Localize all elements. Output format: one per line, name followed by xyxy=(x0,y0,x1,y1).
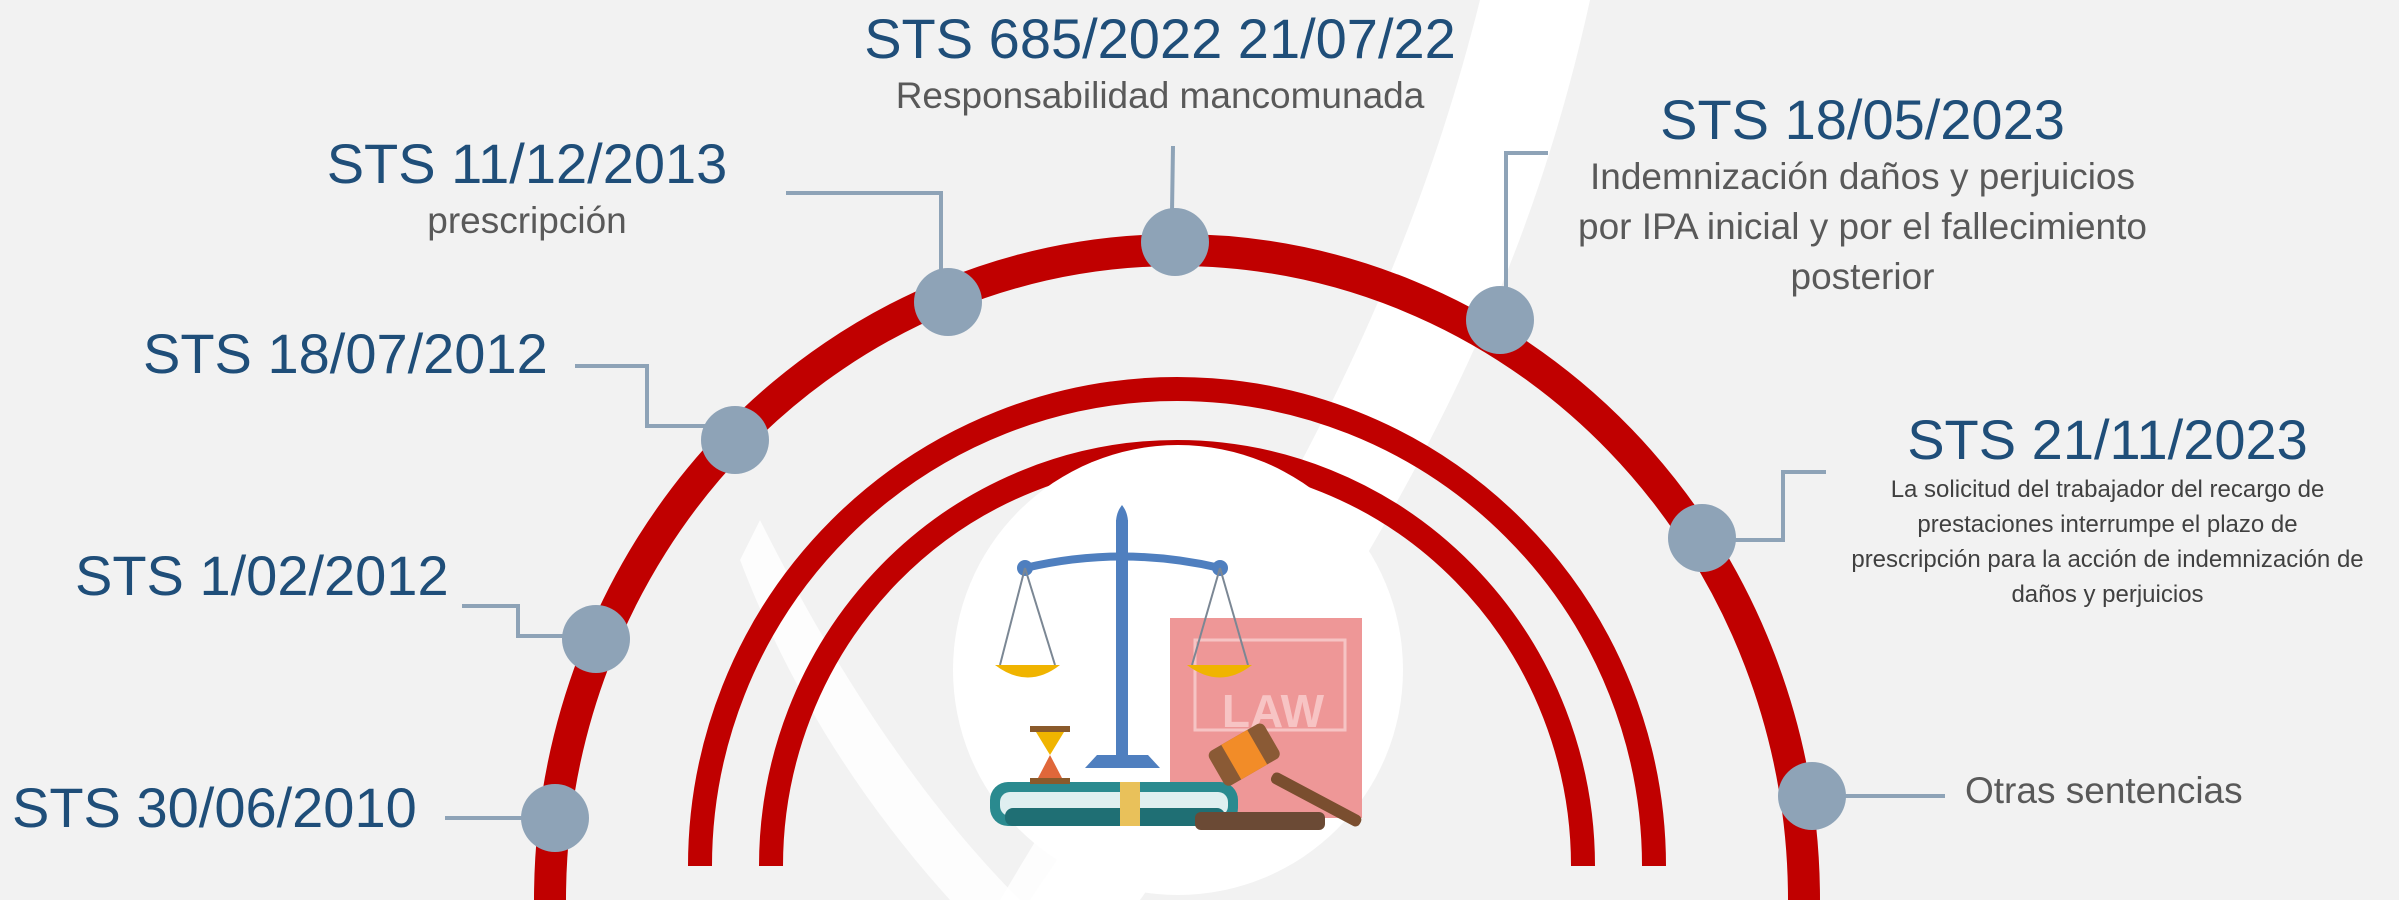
label-sts-2023b-desc-line: La solicitud del trabajador del recargo … xyxy=(1890,476,2325,503)
hourglass-icon xyxy=(1030,726,1070,784)
teal-book-icon xyxy=(990,782,1238,826)
label-sts-2012a: STS 1/02/2012 xyxy=(75,544,449,607)
scales-of-justice-icon xyxy=(995,505,1252,768)
label-sts-2022: STS 685/2022 21/07/22 Responsabilidad ma… xyxy=(840,7,1480,121)
label-sts-2023b-title: STS 21/11/2023 xyxy=(1907,408,2308,471)
label-sts-2023b-desc-line: prestaciones interrumpe el plazo de xyxy=(1917,511,2298,538)
label-sts-2023a-desc-line: posterior xyxy=(1790,256,1935,297)
node-sts-2013 xyxy=(914,268,982,336)
middle-arc xyxy=(688,377,1666,867)
connector-sts-2012a xyxy=(462,604,580,638)
label-sts-2023a: STS 18/05/2023 Indemnización daños y per… xyxy=(1540,88,2185,302)
label-sts-2023b: STS 21/11/2023 La solicitud del trabajad… xyxy=(1820,408,2395,612)
label-sts-2013: STS 11/12/2013 prescripción xyxy=(322,132,732,246)
node-sts-2023b xyxy=(1668,504,1736,572)
connector-sts-2022 xyxy=(1170,145,1175,213)
node-sts-2012b xyxy=(701,406,769,474)
label-sts-2023b-desc-line: prescripción para la acción de indemniza… xyxy=(1851,546,2364,573)
node-otras xyxy=(1778,762,1846,830)
label-sts-2013-title: STS 11/12/2013 xyxy=(326,132,728,195)
background-swoosh-3 xyxy=(740,520,1020,900)
nodes xyxy=(521,208,1846,852)
law-book-text: LAW xyxy=(1222,685,1325,737)
label-sts-2022-desc: Responsabilidad mancomunada xyxy=(895,75,1425,116)
label-sts-2010: STS 30/06/2010 xyxy=(12,776,417,839)
label-sts-2023a-desc-line: por IPA inicial y por el fallecimiento xyxy=(1578,206,2147,247)
connector-sts-2023a xyxy=(1504,151,1548,300)
label-sts-2013-desc: prescripción xyxy=(427,200,627,241)
connector-sts-2023b xyxy=(1720,470,1826,542)
label-otras: Otras sentencias xyxy=(1965,770,2243,811)
law-book-icon: LAW xyxy=(1170,618,1362,818)
label-sts-2012b: STS 18/07/2012 xyxy=(143,322,548,385)
node-sts-2023a xyxy=(1466,286,1534,354)
node-sts-2010 xyxy=(521,784,589,852)
label-sts-2023a-title: STS 18/05/2023 xyxy=(1660,88,2065,151)
label-sts-2022-title: STS 685/2022 21/07/22 xyxy=(864,7,1456,70)
connector-sts-2012b xyxy=(575,364,715,428)
label-sts-2023a-desc-line: Indemnización daños y perjuicios xyxy=(1589,156,2136,197)
label-sts-2023b-desc-line: daños y perjuicios xyxy=(2011,581,2204,608)
node-sts-2022 xyxy=(1141,208,1209,276)
gavel-icon xyxy=(1195,723,1362,830)
connector-sts-2013 xyxy=(786,191,943,282)
node-sts-2012a xyxy=(562,605,630,673)
background-swoosh xyxy=(1030,0,1590,900)
